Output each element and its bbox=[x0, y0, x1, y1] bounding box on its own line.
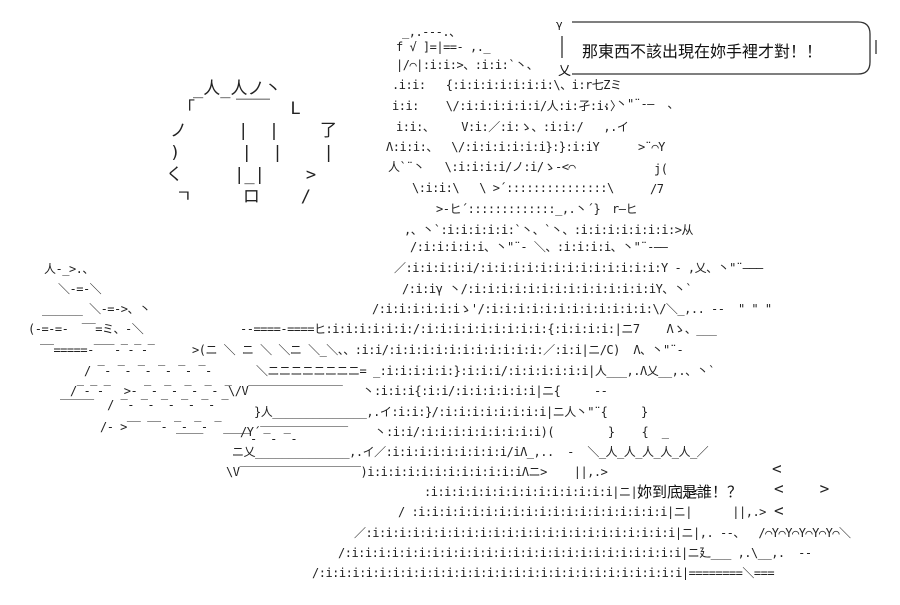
art-line: >¨⌒Υ bbox=[638, 140, 665, 154]
art-line: /7 bbox=[650, 182, 664, 196]
art-line: ______ ＼-=->、丶 bbox=[42, 302, 151, 316]
art-line: ‾‾‾‾‾ / ‾- ‾- ‾- ‾- ‾- ‾ bbox=[60, 398, 229, 412]
art-line: 、丶"¨‐― 、 bbox=[604, 97, 679, 111]
art-line: ＼-=-＼ bbox=[58, 282, 102, 296]
art-line: \/V‾‾‾‾‾‾‾‾‾‾‾‾‾‾ 丶:i:i:i{:i:i/:i:i:i:i:… bbox=[228, 384, 608, 398]
art-line: < > bbox=[774, 479, 829, 498]
art-line: /:i:i:i:i:i:i:i:i:i:i:i:i:i:i:i:i:i:i:i:… bbox=[338, 546, 812, 560]
art-line: ‾‾‾‾ ‾‾‾‾- ‾- ‾- bbox=[176, 432, 298, 446]
speech-text-top: 那東西不該出現在妳手裡才對！！ bbox=[582, 42, 823, 61]
art-line: \V‾‾‾‾‾‾‾‾‾‾‾‾‾‾‾‾‾‾)i:i:i:i:i:i:i:i:i:i… bbox=[226, 465, 608, 479]
shout-line-1: _人_人ノ丶 bbox=[193, 79, 282, 99]
art-line: /:i:i:i:i:i、丶"¨‐ ＼、:i:i:i:i、丶"¨‐―― bbox=[410, 240, 668, 254]
shout-line-5: く |_| > bbox=[166, 165, 317, 185]
art-line: \:i:i:\ \ >´:::::::::::::::\ bbox=[412, 181, 614, 195]
art-line: j( bbox=[654, 162, 668, 176]
speech-bubble-bottom-mark: 乂 bbox=[558, 64, 572, 79]
art-line: >(ニ ＼ ニ ＼ ＼ニ ＼_＼、、:i:i/:i:i:i:i:i:i:i:i:… bbox=[192, 343, 684, 357]
art-line: .i:i: {:i:i:i:i:i:i:i:\、i:r七Zミ bbox=[392, 78, 622, 92]
art-line: 人`¨丶 \:i:i:i:i/ノ:i/ゝ-<⌒ bbox=[388, 160, 576, 174]
art-line: (-=-=- ‾‾=ミ、-＼ bbox=[28, 322, 144, 336]
speech-text-bottom: 妳到底是誰！？ bbox=[637, 483, 743, 501]
shout-line-2: 「 ￣￣ L bbox=[178, 99, 301, 119]
art-line: < bbox=[774, 501, 784, 520]
shout-line-4: ) | | | bbox=[170, 143, 334, 163]
art-line: >-ヒ´:::::::::::::_,.丶´} bbox=[436, 202, 601, 216]
art-line: f √ ]=|==- ,._ bbox=[396, 40, 491, 54]
art-line: ／:i:i:i:i:i/:i:i:i:i:i:i:i:i:i:i:i:i:i:Y… bbox=[394, 261, 763, 275]
art-line: ／:i:i:i:i:i:i:i:i:i:i:i:i:i:i:i:i:i:i:i:… bbox=[354, 526, 851, 540]
art-line: ニ乂______________,.イ／:i:i:i:i:i:i:i:i:i/i… bbox=[232, 445, 709, 459]
art-line: :i:i:i:i:i:i:i:i:i:i:i:i:i:i|ニ| ||< bbox=[424, 485, 698, 499]
art-line: --====-====ヒ:i:i:i:i:i:i:/:i:i:i:i:i:i:i… bbox=[240, 322, 717, 336]
art-line: ＼ニニニニニニニニ= _:i:i:i:i:i:}:i:i:i/:i:i:i:i:… bbox=[256, 364, 715, 378]
art-line: ‾‾=====-‾‾‾-‾-‾-‾ bbox=[40, 343, 155, 357]
shout-line-3: ノ | | 了 bbox=[170, 121, 338, 141]
art-line: /- >‾‾ ‾‾- ‾- ‾- ‾ bbox=[100, 420, 222, 434]
art-line: }人______________,.イ:i:i:}/:i:i:i:i:i:i:i… bbox=[254, 405, 648, 419]
art-line: /:i:iγ 丶/:i:i:i:i:i:i:i:i:i:i:i:i:i:iY、丶… bbox=[402, 282, 693, 296]
art-line: / :i:i:i:i:i:i:i:i:i:i:i:i:i:i:i:i:i:i:i… bbox=[398, 505, 766, 519]
art-line: /‾-‾-‾ >- ‾- ‾- ‾- ‾- ‾ bbox=[70, 384, 232, 398]
art-line: / ‾- ‾- ‾- ‾- ‾- ‾- bbox=[84, 364, 212, 378]
art-line: 人-_>.、 bbox=[44, 262, 94, 276]
art-line: Λ:i:i:、 \/:i:i:i:i:i:i}:}:i:iΥ bbox=[386, 140, 600, 154]
art-line: ,、丶`:i:i:i:i:i:`丶、`丶、:i:i:i:i:i:i:i:>从 bbox=[404, 223, 693, 237]
shout-line-6: ㄱ ロ / bbox=[176, 187, 311, 207]
speech-bubble-top-mark: γ bbox=[556, 18, 563, 31]
art-line: /Y´‾‾‾‾‾‾‾‾‾‾‾‾‾ 丶:i:i/:i:i:i:i:i:i:i:i:… bbox=[240, 425, 669, 439]
art-line: r―ヒ bbox=[612, 202, 637, 216]
art-line: /:i:i:i:i:i:iゝ'/:i:i:i:i:i:i:i:i:i:i:i:i… bbox=[372, 302, 772, 316]
art-line: _,.-‐-.、 bbox=[402, 25, 461, 39]
art-line: |/⌒|:i:i:>、:i:i:`丶、 bbox=[396, 58, 539, 72]
art-line: i:i:、 V:i:／:i:ゝ、:i:i:/ ,.イ bbox=[396, 120, 629, 134]
art-line: < bbox=[772, 459, 782, 478]
art-line: i:i: \/:i:i:i:i:i:i/人:i:孑:i:〉 bbox=[392, 99, 622, 113]
art-line: /:i:i:i:i:i:i:i:i:i:i:i:i:i:i:i:i:i:i:i:… bbox=[312, 566, 775, 580]
